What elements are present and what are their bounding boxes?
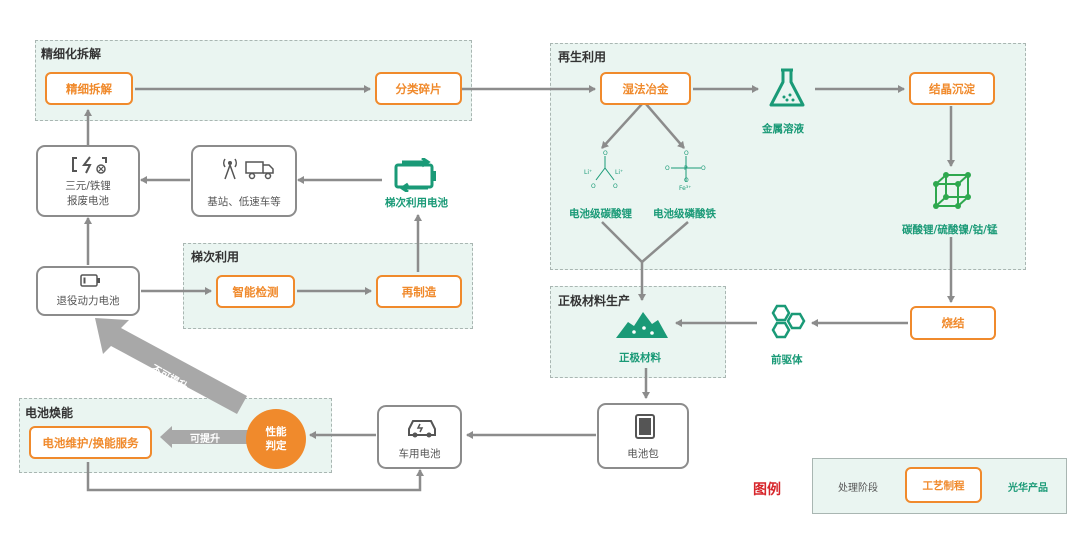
process-hydrometallurgy[interactable]: 湿法冶金 xyxy=(600,72,691,105)
lithium-carbonate-structure-icon: Li⁺ Li⁺ O O O xyxy=(584,150,623,190)
precursor-label: 前驱体 xyxy=(771,354,803,366)
zone-label-refine: 精细化拆解 xyxy=(41,47,102,61)
cascade-battery-icon xyxy=(394,158,436,192)
process-remanufacture[interactable]: 再制造 xyxy=(376,275,462,308)
o-left: O xyxy=(591,183,596,190)
process-smart-detect[interactable]: 智能检测 xyxy=(216,275,295,308)
legend-process: 工艺制程 xyxy=(905,467,982,503)
vehicle-battery-label: 车用电池 xyxy=(398,448,441,460)
performance-decision-node[interactable]: 性能 判定 xyxy=(246,409,306,469)
sulfates-label: 碳酸锂/硫酸镍/钴/锰 xyxy=(902,224,998,236)
li-left: Li⁺ xyxy=(584,169,592,176)
battery-pack-icon xyxy=(635,414,655,439)
process-fine-dismantle[interactable]: 精细拆解 xyxy=(45,72,133,105)
precursor-hexagon-icon xyxy=(771,304,806,339)
base-station-label: 基站、低速车等 xyxy=(207,196,281,208)
process-crystallization[interactable]: 结晶沉淀 xyxy=(909,72,995,105)
performance-decision-label: 性能 判定 xyxy=(265,426,287,452)
legend-stage: 处理阶段 xyxy=(838,483,878,494)
o-top: O xyxy=(603,150,608,157)
line-swap-vehicle xyxy=(86,462,424,492)
low-battery-icon xyxy=(80,274,100,287)
process-sort-crush[interactable]: 分类碎片 xyxy=(375,72,462,105)
o-bottom: O xyxy=(684,177,689,184)
metal-solution-label: 金属溶液 xyxy=(762,123,804,135)
o-right: O xyxy=(613,183,618,190)
node-battery-pack[interactable]: 电池包 xyxy=(597,403,689,469)
node-base-station[interactable]: 基站、低速车等 xyxy=(191,145,297,217)
fe-bottom: Fe³⁺ xyxy=(679,185,691,192)
fepo4-label: 电池级磷酸铁 xyxy=(653,208,716,220)
cathode-material-label: 正极材料 xyxy=(619,352,661,364)
process-sinter[interactable]: 烧结 xyxy=(910,306,996,340)
legend-product: 光华产品 xyxy=(1008,483,1048,494)
line-products-merge xyxy=(601,221,689,264)
zone-label-swap: 电池焕能 xyxy=(25,406,74,420)
node-vehicle-battery[interactable]: 车用电池 xyxy=(377,405,462,469)
p-center: P xyxy=(684,165,688,172)
tower-icon xyxy=(223,158,237,180)
zone-label-cathode: 正极材料生产 xyxy=(558,294,631,308)
legend: 处理阶段 工艺制程 光华产品 xyxy=(812,458,1067,514)
car-icon xyxy=(408,420,436,438)
truck-icon xyxy=(245,161,274,180)
iron-phosphate-structure-icon: O O P O O Fe³⁺ xyxy=(665,150,706,192)
li2co3-label: 电池级碳酸锂 xyxy=(569,208,632,220)
cathode-material-icon xyxy=(616,312,668,338)
battery-pack-label: 电池包 xyxy=(627,448,659,460)
o-left: O xyxy=(665,165,670,172)
scrap-battery-label: 三元/铁锂 报废电池 xyxy=(65,180,111,207)
node-scrap-battery[interactable]: 三元/铁锂 报废电池 xyxy=(36,145,140,217)
process-maintain-swap[interactable]: 电池维护/换能服务 xyxy=(29,426,152,459)
cannot-upgrade-arrow xyxy=(95,318,247,414)
crystal-lattice-icon xyxy=(933,172,971,209)
o-right: O xyxy=(701,165,706,172)
flask-icon xyxy=(769,68,805,107)
zone-label-cascade: 梯次利用 xyxy=(191,250,240,264)
retired-battery-label: 退役动力电池 xyxy=(56,295,120,307)
cascade-battery-label: 梯次利用电池 xyxy=(385,197,448,209)
can-upgrade-arrow xyxy=(160,426,250,448)
o-top: O xyxy=(684,150,689,157)
line-hydromet-li xyxy=(601,103,643,149)
node-retired-battery[interactable]: 退役动力电池 xyxy=(36,266,140,316)
can-upgrade-label: 可提升 xyxy=(190,434,220,445)
broken-battery-icon xyxy=(72,156,107,174)
zone-label-recycle: 再生利用 xyxy=(558,50,607,64)
legend-title: 图例 xyxy=(753,482,781,498)
li-right: Li⁺ xyxy=(615,169,623,176)
line-hydromet-fe xyxy=(645,103,685,149)
